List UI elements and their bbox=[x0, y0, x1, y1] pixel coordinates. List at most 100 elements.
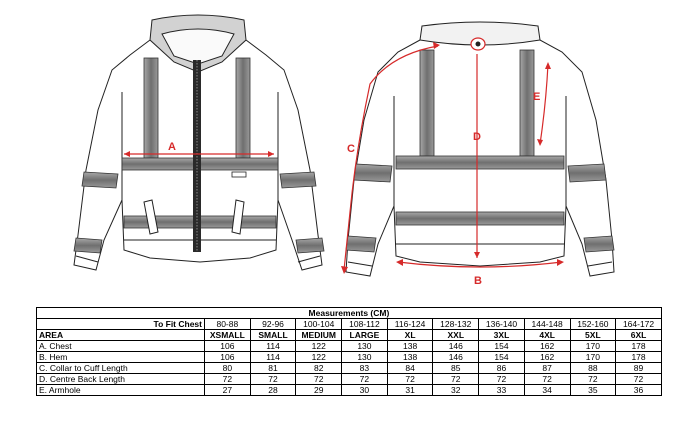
front-collar-inner bbox=[161, 28, 235, 65]
table-cell: 178 bbox=[615, 340, 662, 352]
front-tape-left-sleeve bbox=[81, 171, 119, 189]
table-cell: 72 bbox=[615, 373, 662, 385]
table-cell: 34 bbox=[523, 384, 571, 396]
table-cell: 130 bbox=[341, 351, 388, 363]
table-cell: 84 bbox=[386, 362, 434, 374]
table-cell: 130 bbox=[341, 340, 388, 352]
size-header: MEDIUM bbox=[295, 329, 343, 341]
fit-chest-cell: 80-88 bbox=[204, 318, 251, 330]
table-cell: 114 bbox=[249, 340, 297, 352]
back-tape-hem-band bbox=[395, 211, 565, 226]
front-tape-left-vertical bbox=[143, 57, 159, 159]
size-header: XL bbox=[386, 329, 434, 341]
label-c: C bbox=[347, 143, 355, 155]
table-cell: 146 bbox=[432, 340, 480, 352]
jacket-diagram: A C D E bbox=[73, 14, 615, 287]
table-cell: 31 bbox=[386, 384, 434, 396]
back-collar bbox=[419, 21, 541, 46]
table-cell: 72 bbox=[341, 373, 388, 385]
table-cell: 72 bbox=[249, 373, 297, 385]
row-label: D. Centre Back Length bbox=[36, 373, 205, 385]
row-label: C. Collar to Cuff Length bbox=[36, 362, 205, 374]
table-cell: 170 bbox=[569, 351, 617, 363]
fit-chest-cell: 128-132 bbox=[432, 318, 480, 330]
table-cell: 86 bbox=[478, 362, 525, 374]
front-badge bbox=[231, 171, 247, 178]
size-header-row: AREA XSMALL SMALL MEDIUM LARGE XL XXL 3X… bbox=[36, 329, 662, 341]
table-cell: 27 bbox=[204, 384, 251, 396]
table-cell: 72 bbox=[204, 373, 251, 385]
table-title: Measurements (CM) bbox=[36, 307, 662, 319]
fit-chest-cell: 116-124 bbox=[386, 318, 434, 330]
table-cell: 162 bbox=[523, 340, 571, 352]
table-title-row: Measurements (CM) bbox=[36, 307, 662, 319]
size-header: LARGE bbox=[341, 329, 388, 341]
table-cell: 36 bbox=[615, 384, 662, 396]
fit-chest-cell: 136-140 bbox=[478, 318, 525, 330]
label-e: E bbox=[533, 91, 540, 103]
table-cell: 87 bbox=[523, 362, 571, 374]
fit-chest-cell: 100-104 bbox=[295, 318, 343, 330]
table-cell: 89 bbox=[615, 362, 662, 374]
table-cell: 35 bbox=[569, 384, 617, 396]
row-label: A. Chest bbox=[36, 340, 205, 352]
fit-chest-row: To Fit Chest 80-88 92-96 100-104 108-112… bbox=[36, 318, 662, 330]
fit-chest-cell: 144-148 bbox=[523, 318, 571, 330]
table-cell: 32 bbox=[432, 384, 480, 396]
table-cell: 138 bbox=[386, 351, 434, 363]
size-header: XXL bbox=[432, 329, 480, 341]
back-tape-right-vertical bbox=[519, 49, 535, 157]
measure-chest: A bbox=[124, 141, 274, 157]
table-cell: 146 bbox=[432, 351, 480, 363]
measurements-table: Measurements (CM) To Fit Chest 80-88 92-… bbox=[36, 307, 662, 396]
front-details bbox=[143, 60, 247, 252]
table-cell: 154 bbox=[478, 340, 525, 352]
fit-chest-cell: 92-96 bbox=[249, 318, 297, 330]
measure-hem: B bbox=[396, 259, 564, 287]
table-cell: 178 bbox=[615, 351, 662, 363]
table-cell: 162 bbox=[523, 351, 571, 363]
table-cell: 122 bbox=[295, 351, 343, 363]
fit-chest-label: To Fit Chest bbox=[36, 318, 205, 330]
table-cell: 72 bbox=[295, 373, 343, 385]
front-tape-left-armband bbox=[73, 237, 103, 254]
area-label: AREA bbox=[36, 329, 205, 341]
table-cell: 29 bbox=[295, 384, 343, 396]
label-b: B bbox=[474, 275, 482, 287]
size-header: 4XL bbox=[523, 329, 571, 341]
size-header: 5XL bbox=[569, 329, 617, 341]
table-cell: 72 bbox=[523, 373, 571, 385]
front-pocket-left bbox=[143, 199, 159, 235]
label-a: A bbox=[168, 141, 176, 153]
table-cell: 106 bbox=[204, 351, 251, 363]
front-tape-right-sleeve bbox=[279, 171, 317, 189]
table-cell: 28 bbox=[249, 384, 297, 396]
table-cell: 85 bbox=[432, 362, 480, 374]
back-tape-left-sleeve bbox=[353, 163, 393, 183]
fit-chest-cell: 152-160 bbox=[569, 318, 617, 330]
back-hanger-loop bbox=[470, 37, 486, 51]
back-jacket bbox=[345, 21, 615, 277]
table-cell: 170 bbox=[569, 340, 617, 352]
size-header: XSMALL bbox=[204, 329, 251, 341]
table-cell: 154 bbox=[478, 351, 525, 363]
back-tape-right-sleeve bbox=[567, 163, 607, 183]
table-cell: 81 bbox=[249, 362, 297, 374]
table-cell: 33 bbox=[478, 384, 525, 396]
table-cell: 122 bbox=[295, 340, 343, 352]
table-cell: 72 bbox=[478, 373, 525, 385]
table-cell: 80 bbox=[204, 362, 251, 374]
measure-collar-to-cuff: C bbox=[341, 42, 440, 274]
row-label: B. Hem bbox=[36, 351, 205, 363]
table-cell: 106 bbox=[204, 340, 251, 352]
front-tape-right-vertical bbox=[235, 57, 251, 159]
measure-armhole: E bbox=[533, 62, 551, 146]
label-d: D bbox=[473, 131, 481, 143]
table-cell: 114 bbox=[249, 351, 297, 363]
front-tape-right-armband bbox=[295, 237, 325, 254]
